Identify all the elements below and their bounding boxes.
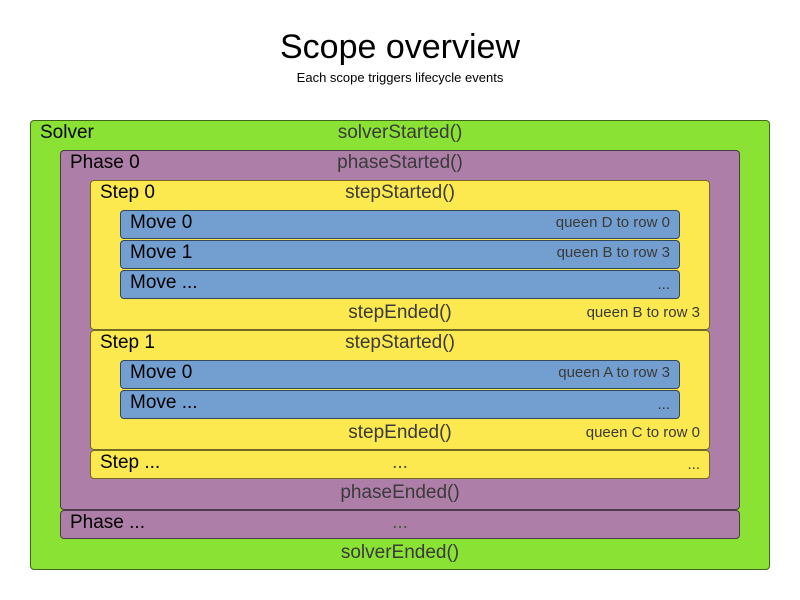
step-0-move-1-note: queen B to row 3: [556, 244, 670, 261]
phase-more-event: ...: [392, 512, 408, 533]
solver-label: Solver: [40, 122, 94, 143]
phase-started-event: phaseStarted(): [337, 152, 463, 173]
step-0-ended-note: queen B to row 3: [586, 304, 700, 321]
step-more-label: Step ...: [100, 452, 161, 473]
step-1-move-more: [120, 390, 680, 419]
step-1-started-event: stepStarted(): [345, 332, 455, 353]
phase-more-scope: [60, 510, 740, 539]
step-1-move-more-note: ...: [657, 396, 670, 413]
step-0-move-more-note: ...: [657, 276, 670, 293]
step-0-move-1-label: Move 1: [130, 242, 193, 263]
phase-more-label: Phase ...: [70, 512, 145, 533]
step-0-move-1: [120, 240, 680, 269]
step-1-move-0: [120, 360, 680, 389]
step-0-started-event: stepStarted(): [345, 182, 455, 203]
step-more-scope: [90, 450, 710, 479]
step-0-label: Step 0: [100, 182, 155, 203]
step-1-move-more-label: Move ...: [130, 392, 198, 413]
page-title: Scope overview: [279, 28, 520, 66]
step-more-event: ...: [392, 452, 408, 473]
phase-0-label: Phase 0: [70, 152, 140, 173]
step-0-move-0: [120, 210, 680, 239]
step-more-note: ...: [687, 456, 700, 473]
step-0-move-more-label: Move ...: [130, 272, 198, 293]
step-1-move-0-note: queen A to row 3: [558, 364, 670, 381]
step-1-label: Step 1: [100, 332, 155, 353]
step-0-move-0-label: Move 0: [130, 212, 193, 233]
step-0-move-0-note: queen D to row 0: [555, 214, 670, 231]
step-1-ended-event: stepEnded(): [348, 422, 452, 443]
step-1-move-0-label: Move 0: [130, 362, 193, 383]
step-0-ended-event: stepEnded(): [348, 302, 452, 323]
solver-started-event: solverStarted(): [337, 122, 463, 143]
step-0-move-more: [120, 270, 680, 299]
page-subtitle: Each scope triggers lifecycle events: [296, 70, 504, 85]
step-1-ended-note: queen C to row 0: [585, 424, 700, 441]
phase-ended-event: phaseEnded(): [340, 482, 460, 503]
solver-ended-event: solverEnded(): [340, 542, 460, 563]
